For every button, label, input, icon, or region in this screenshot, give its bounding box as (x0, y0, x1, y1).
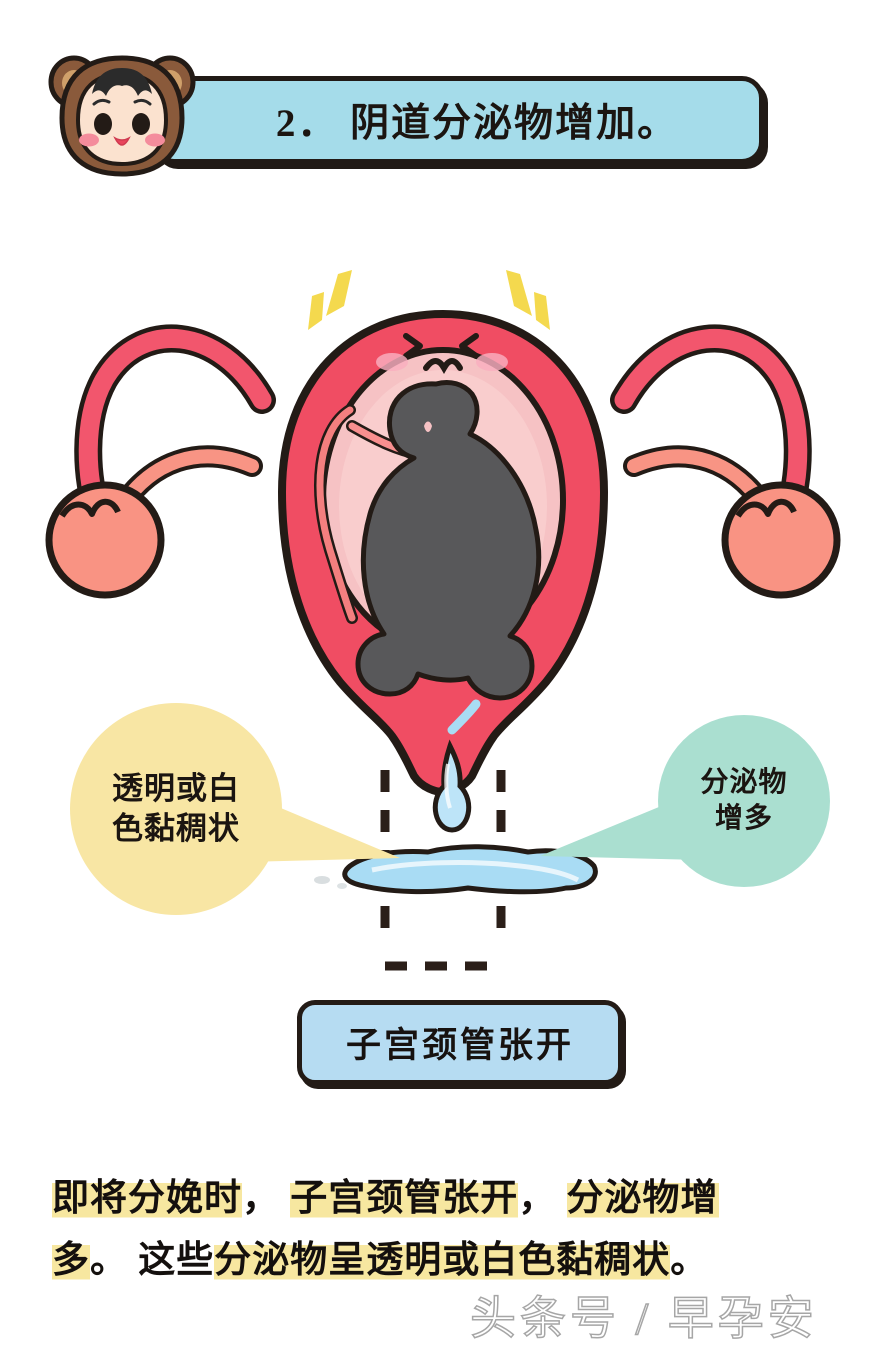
header-title: 2． 阴道分泌物增加。 (275, 102, 679, 145)
callout-left-line1: 透明或白 (112, 771, 240, 807)
header-banner: 2． 阴道分泌物增加。 (0, 0, 886, 210)
caption-seg5: 这些 (138, 1240, 215, 1282)
caption-text: 即将分娩时， 子宫颈管张开， 分泌物增多。 这些分泌物呈透明或白色黏稠状。 (52, 1168, 842, 1292)
cervix-label-box: 子宫颈管张开 (297, 1000, 623, 1085)
caption-punct1: ， (242, 1178, 280, 1219)
emphasis-marks-icon (308, 270, 550, 330)
callout-bubble-left: 透明或白 色黏稠状 (70, 703, 282, 915)
caption-punct2: ， (518, 1178, 557, 1219)
caption-seg4: 多 (52, 1240, 90, 1282)
caption-seg3: 分泌物增 (566, 1178, 719, 1219)
header-banner-bar (152, 76, 764, 164)
caption-punct4: 。 (90, 1240, 128, 1282)
callout-left-line2: 色黏稠状 (112, 811, 240, 846)
fetus-silhouette-icon (355, 379, 542, 701)
discharge-puddle-icon (314, 844, 598, 895)
uterus-fetus-diagram (45, 270, 841, 930)
callout-bubble-right: 分泌物 增多 (658, 715, 830, 887)
caption-seg1: 即将分娩时 (52, 1178, 242, 1219)
uterus-face-icon (376, 333, 508, 375)
caption-punct6: 。 (670, 1240, 709, 1282)
callout-right-line2: 增多 (714, 803, 773, 834)
callout-right-line1: 分泌物 (700, 767, 788, 799)
bear-hood-baby-icon (48, 55, 196, 177)
caption-seg6: 分泌物呈透明或白色黏稠状 (214, 1240, 671, 1282)
caption-seg2: 子宫颈管张开 (290, 1178, 519, 1219)
